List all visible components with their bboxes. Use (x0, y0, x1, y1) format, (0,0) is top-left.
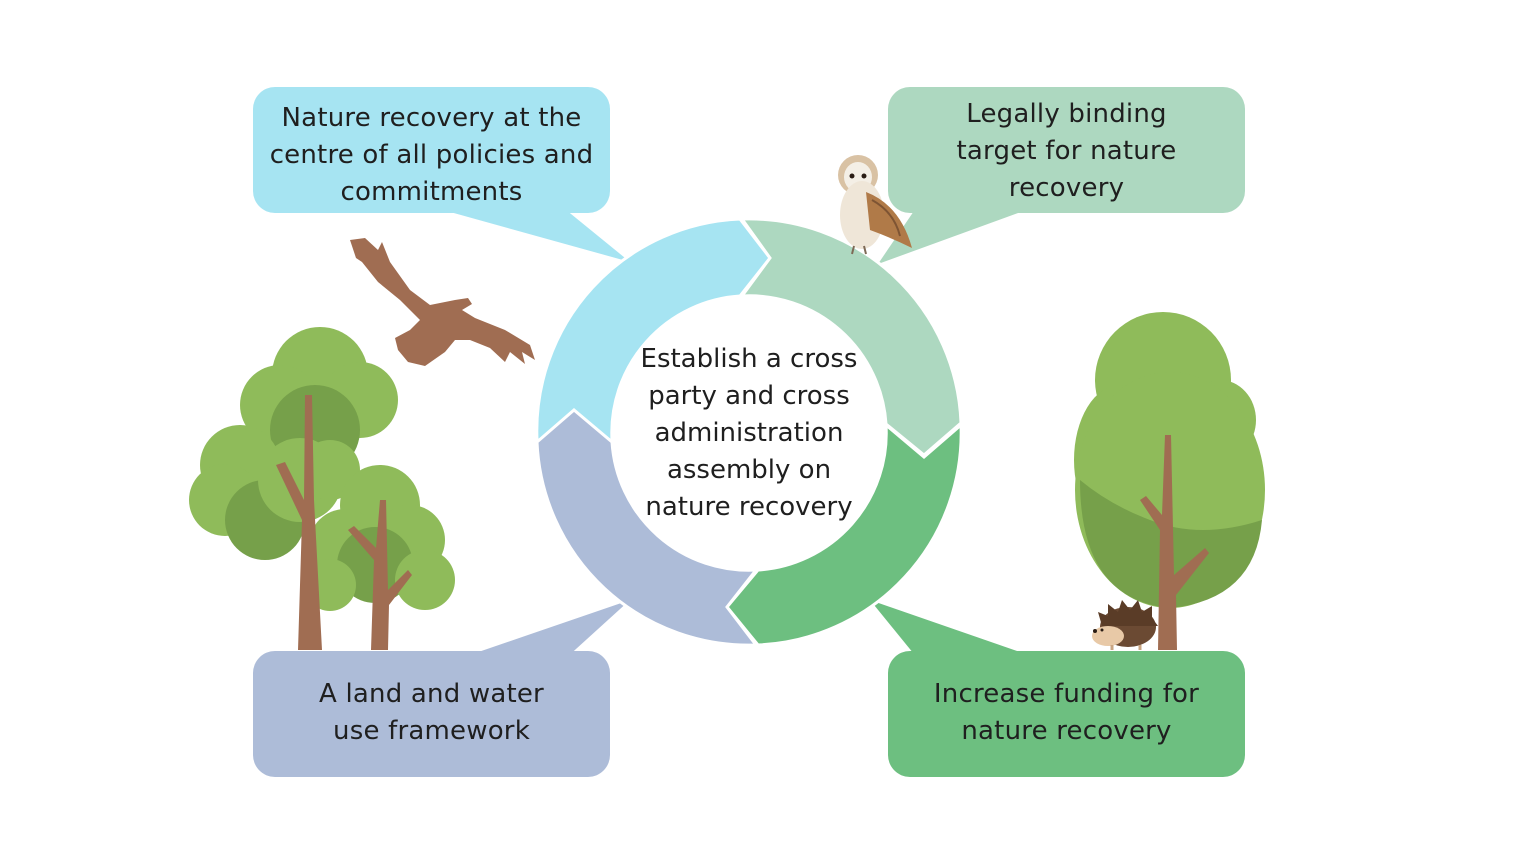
box-bottom-left-text: A land and water use framework (319, 679, 544, 746)
cycle-ring (535, 217, 963, 647)
box-bottom-left (253, 600, 630, 777)
eagle-icon (350, 238, 535, 366)
tree-icon (189, 327, 455, 650)
owl-icon (838, 155, 912, 255)
box-top-left (253, 87, 630, 262)
tree-canopy-left (189, 327, 398, 560)
box-top-left-text: Nature recovery at the centre of all pol… (269, 102, 594, 207)
hedgehog-icon (1092, 600, 1158, 650)
box-top-right-text: Legally binding target for nature recove… (956, 98, 1177, 203)
center-text: Establish a cross party and cross admini… (640, 343, 858, 522)
box-bottom-right (870, 600, 1245, 777)
tree-icon-right (1074, 312, 1265, 650)
box-top-right (878, 87, 1245, 264)
box-bottom-right-text: Increase funding for nature recovery (933, 679, 1200, 746)
